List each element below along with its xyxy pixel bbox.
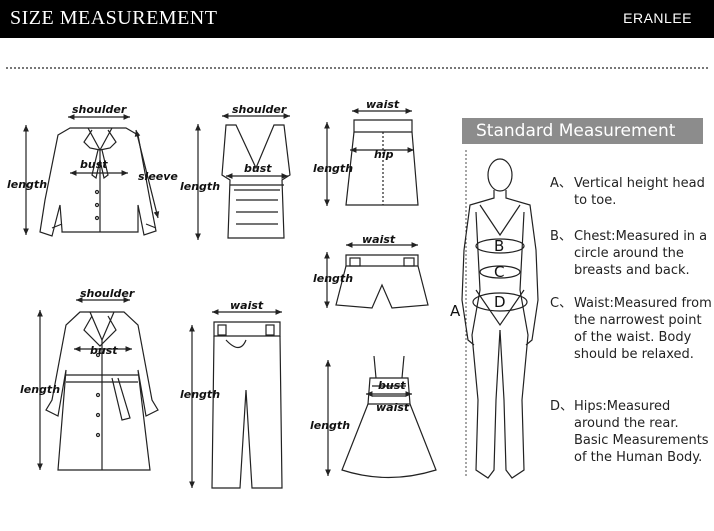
skirt-waist-label: waist bbox=[366, 98, 400, 111]
marker-a: A bbox=[450, 302, 461, 320]
vest-length-label: length bbox=[180, 180, 220, 193]
coat-shoulder-label: shoulder bbox=[80, 287, 135, 300]
marker-b: B bbox=[494, 237, 504, 255]
marker-c: C bbox=[494, 263, 504, 281]
vest-diagram bbox=[195, 113, 291, 240]
shirt-shoulder-label: shoulder bbox=[72, 103, 127, 116]
legend-text: Vertical height head to toe. bbox=[574, 176, 705, 208]
page-title: SIZE MEASUREMENT bbox=[10, 7, 218, 29]
dress-waist-label: waist bbox=[376, 401, 410, 414]
shorts-waist-label: waist bbox=[362, 233, 396, 246]
legend-text: Waist:Measured from the narrowest point … bbox=[574, 296, 712, 362]
pants-waist-label: waist bbox=[230, 299, 264, 312]
legend-item-d: D、 Hips:Measured around the rear. Basic … bbox=[550, 398, 712, 466]
coat-length-label: length bbox=[20, 383, 60, 396]
page-header: SIZE MEASUREMENT ERANLEE bbox=[0, 0, 714, 38]
coat-diagram bbox=[37, 297, 159, 471]
skirt-hip-label: hip bbox=[374, 148, 394, 161]
human-figure bbox=[461, 150, 539, 479]
dress-length-label: length bbox=[310, 419, 350, 432]
shirt-diagram bbox=[23, 114, 160, 237]
legend-text: Chest:Measured in a circle around the br… bbox=[574, 229, 708, 278]
pants-length-label: length bbox=[180, 388, 220, 401]
skirt-length-label: length bbox=[313, 162, 353, 175]
standard-measurement-title: Standard Measurement bbox=[476, 121, 676, 141]
section-divider bbox=[6, 67, 708, 69]
standard-measurement-heading: Standard Measurement bbox=[462, 118, 703, 144]
shorts-length-label: length bbox=[313, 272, 353, 285]
legend-text: Hips:Measured around the rear. Basic Mea… bbox=[574, 399, 709, 465]
coat-bust-label: bust bbox=[90, 344, 118, 357]
dress-bust-label: bust bbox=[378, 379, 406, 392]
legend-item-c: C、 Waist:Measured from the narrowest poi… bbox=[550, 295, 712, 363]
shorts-diagram bbox=[324, 242, 429, 309]
dress-diagram bbox=[325, 355, 437, 479]
legend-letter: C、 bbox=[550, 296, 573, 311]
marker-d: D bbox=[494, 293, 506, 311]
shirt-length-label: length bbox=[7, 178, 47, 191]
skirt-diagram bbox=[324, 108, 419, 206]
legend-item-b: B、 Chest:Measured in a circle around the… bbox=[550, 228, 712, 279]
shirt-sleeve-label: sleeve bbox=[138, 170, 178, 183]
vest-shoulder-label: shoulder bbox=[232, 103, 287, 116]
brand-name: ERANLEE bbox=[623, 10, 692, 26]
pants-diagram bbox=[189, 309, 283, 489]
legend-letter: B、 bbox=[550, 229, 572, 244]
shirt-bust-label: bust bbox=[80, 158, 108, 171]
vest-bust-label: bust bbox=[244, 162, 272, 175]
legend-item-a: A、 Vertical height head to toe. bbox=[550, 175, 712, 209]
legend-letter: A、 bbox=[550, 176, 572, 191]
legend-letter: D、 bbox=[550, 399, 574, 414]
